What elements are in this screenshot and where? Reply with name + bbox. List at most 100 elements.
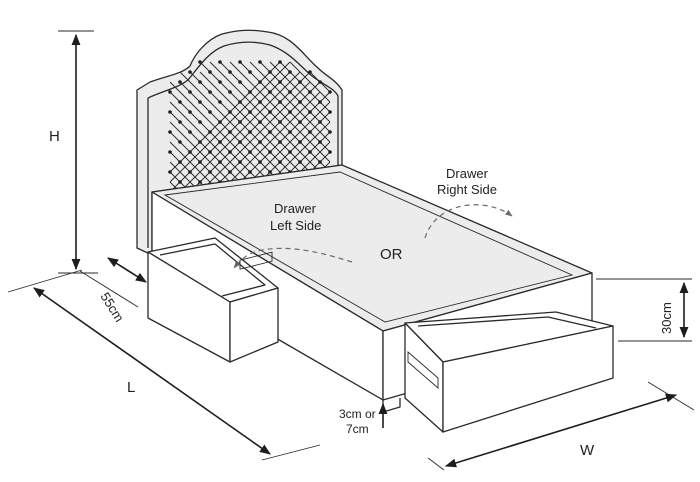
tuft-button	[298, 140, 302, 144]
width-extension-left	[427, 457, 445, 471]
tuft-button	[268, 110, 272, 114]
tuft-button	[208, 150, 212, 154]
drawer-left-dashed-arrow	[233, 247, 353, 269]
tuft-button	[318, 160, 322, 164]
tuft-seam	[259, 61, 331, 133]
depth-label: 55cm	[97, 290, 127, 325]
tuft-seam	[209, 61, 331, 183]
tuft-button	[268, 170, 272, 174]
tuft-button	[228, 110, 232, 114]
tuft-button	[178, 100, 182, 104]
tuft-button	[258, 140, 262, 144]
drawer-height-label: 30cm	[659, 302, 674, 334]
drawer-height-dimension: 30cm	[596, 278, 692, 342]
tuft-button	[308, 70, 312, 74]
tuft-button	[218, 60, 222, 64]
tuft-button	[188, 70, 192, 74]
tuft-button	[168, 130, 172, 134]
tuft-button	[288, 110, 292, 114]
tuft-button	[248, 130, 252, 134]
tuft-button	[278, 100, 282, 104]
tuft-button	[248, 110, 252, 114]
tuft-seam	[279, 61, 331, 113]
tuft-seam	[219, 61, 331, 173]
tuft-button	[198, 60, 202, 64]
tuft-button	[218, 80, 222, 84]
width-dimension: W	[427, 381, 695, 471]
tuft-button	[188, 90, 192, 94]
tuft-button	[178, 120, 182, 124]
tuft-button	[298, 80, 302, 84]
tuft-button	[298, 100, 302, 104]
drawer-right-handle	[407, 351, 439, 389]
tuft-button	[218, 140, 222, 144]
tuft-button	[318, 140, 322, 144]
tuft-button	[268, 90, 272, 94]
tuft-button	[208, 70, 212, 74]
tuft-button	[168, 110, 172, 114]
tuft-button	[288, 130, 292, 134]
tuft-button	[208, 130, 212, 134]
tuft-button	[178, 80, 182, 84]
clearance-label-line2: 7cm	[346, 422, 369, 436]
tuft-button	[228, 70, 232, 74]
tuft-button	[318, 100, 322, 104]
tuft-button	[178, 180, 182, 184]
tuft-button	[248, 170, 252, 174]
tuft-button	[198, 100, 202, 104]
width-arrow	[444, 393, 678, 468]
tuft-seam	[289, 61, 331, 103]
tuft-button	[228, 90, 232, 94]
drawer-right	[404, 311, 614, 433]
tuft-button	[318, 80, 322, 84]
tuft-button	[178, 140, 182, 144]
length-arrow	[33, 287, 271, 455]
drawer-right-dashed-arrow	[424, 204, 513, 239]
tuft-button	[298, 160, 302, 164]
base-clearance	[382, 398, 401, 413]
tuft-button	[288, 70, 292, 74]
tuft-button	[248, 70, 252, 74]
tuft-seam	[229, 61, 331, 163]
tuft-button	[218, 100, 222, 104]
length-label: L	[127, 379, 135, 396]
tuft-button	[308, 150, 312, 154]
tuft-button	[298, 120, 302, 124]
tuft-button	[208, 110, 212, 114]
tuft-button	[218, 160, 222, 164]
tuft-button	[238, 60, 242, 64]
tuft-button	[238, 140, 242, 144]
tuft-button	[248, 150, 252, 154]
drawer-left-label-line1: Drawer	[274, 201, 317, 216]
tuft-button	[228, 170, 232, 174]
or-label: OR	[380, 246, 403, 263]
tuft-seam	[249, 61, 331, 143]
tuft-button	[278, 160, 282, 164]
tuft-button	[238, 100, 242, 104]
tuft-button	[328, 150, 332, 154]
tuft-button	[208, 170, 212, 174]
clearance-dimension: 3cm or 7cm	[339, 402, 388, 436]
tuft-button	[228, 130, 232, 134]
tuft-button	[328, 90, 332, 94]
tuft-button	[288, 90, 292, 94]
tuft-button	[258, 80, 262, 84]
height-label: H	[49, 128, 60, 145]
tuft-button	[178, 160, 182, 164]
tuft-button	[198, 140, 202, 144]
width-label: W	[580, 442, 595, 459]
tuft-button	[238, 160, 242, 164]
tuft-button	[218, 120, 222, 124]
tuft-button	[288, 150, 292, 154]
tuft-button	[258, 160, 262, 164]
tuft-button	[268, 70, 272, 74]
drawer-right-label-line1: Drawer	[446, 166, 489, 181]
tuft-button	[278, 120, 282, 124]
tuft-button	[198, 160, 202, 164]
length-dimension: L	[7, 269, 321, 461]
tuft-button	[268, 150, 272, 154]
tuft-button	[198, 120, 202, 124]
tuft-button	[308, 130, 312, 134]
tuft-button	[188, 110, 192, 114]
